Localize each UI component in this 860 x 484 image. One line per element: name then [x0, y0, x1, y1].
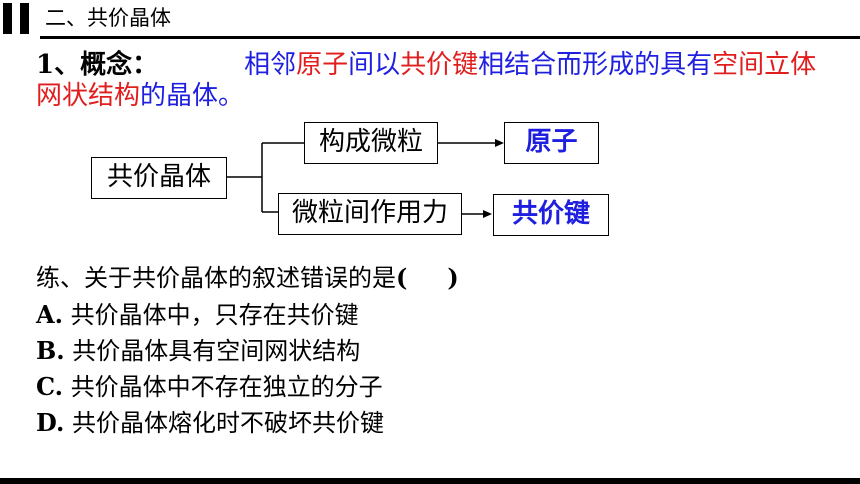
- header-bar-decoration: [3, 3, 12, 34]
- option-a: A. 共价晶体中，只存在共价键: [36, 300, 359, 329]
- concept-paragraph: 1、概念： 相邻原子间以共价键相结合而形成的具有空间立体网状结构的晶体。: [36, 50, 836, 112]
- concept-keyword: 共价键: [400, 50, 479, 80]
- arrow-head: [495, 139, 504, 147]
- concept-label: 1、概念：: [36, 50, 159, 80]
- concept-text: 相结合而形成的具有: [478, 50, 713, 80]
- header-bar-decoration: [20, 3, 29, 34]
- concept-text: 相邻: [244, 50, 297, 80]
- concept-keyword: 原子: [296, 50, 349, 80]
- header: 二、共价晶体: [0, 0, 860, 39]
- section-title: 二、共价晶体: [45, 6, 171, 30]
- concept-text: 间以: [348, 50, 401, 80]
- concept-text: 的晶体。: [140, 81, 245, 111]
- header-divider: [40, 36, 860, 39]
- footer-divider: [0, 478, 860, 484]
- arrow-head: [483, 210, 492, 218]
- question-stem: 练、关于共价晶体的叙述错误的是(): [36, 263, 459, 292]
- option-d: D. 共价晶体熔化时不破坏共价键: [36, 408, 384, 437]
- diagram-answer-box: 原子: [504, 122, 599, 164]
- diagram-answer-box: 共价键: [493, 194, 609, 236]
- option-b: B. 共价晶体具有空间网状结构: [36, 336, 361, 365]
- diagram-branch-box: 构成微粒: [304, 122, 438, 164]
- concept-keyword: 空间立体网状结构: [36, 50, 817, 111]
- option-c: C. 共价晶体中不存在独立的分子: [36, 372, 383, 401]
- diagram-root-box: 共价晶体: [91, 157, 227, 199]
- diagram-branch-box: 微粒间作用力: [278, 193, 462, 235]
